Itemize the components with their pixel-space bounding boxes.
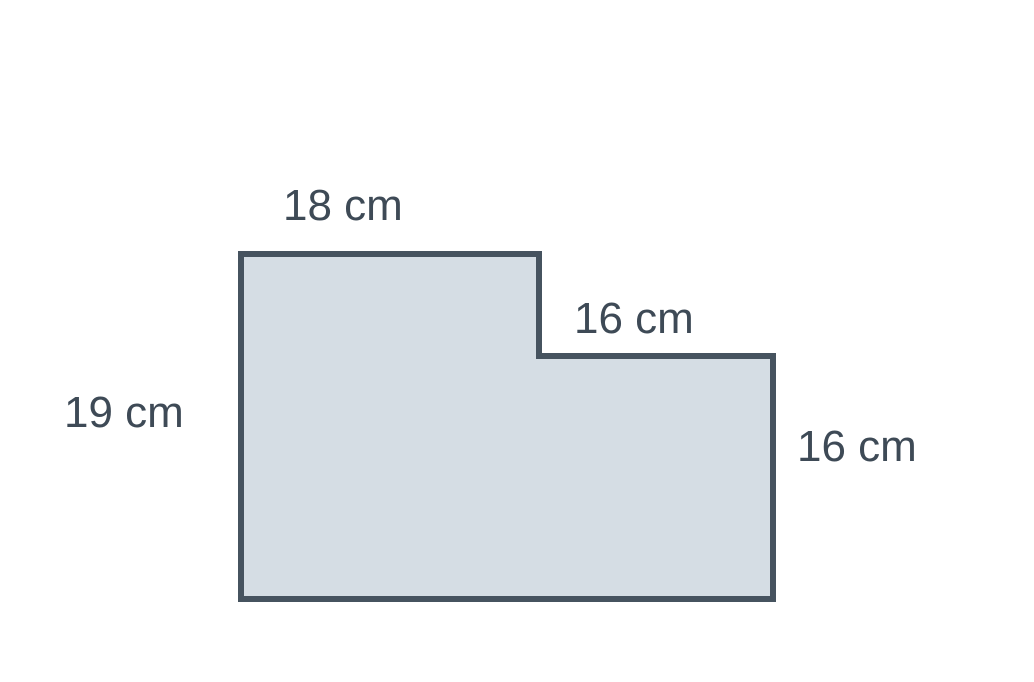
notch-width-label: 16 cm <box>574 294 694 343</box>
left-height-label: 19 cm <box>64 388 184 437</box>
top-width-label: 18 cm <box>283 181 403 230</box>
l-shape-polygon <box>238 251 776 602</box>
right-height-label: 16 cm <box>797 422 917 471</box>
